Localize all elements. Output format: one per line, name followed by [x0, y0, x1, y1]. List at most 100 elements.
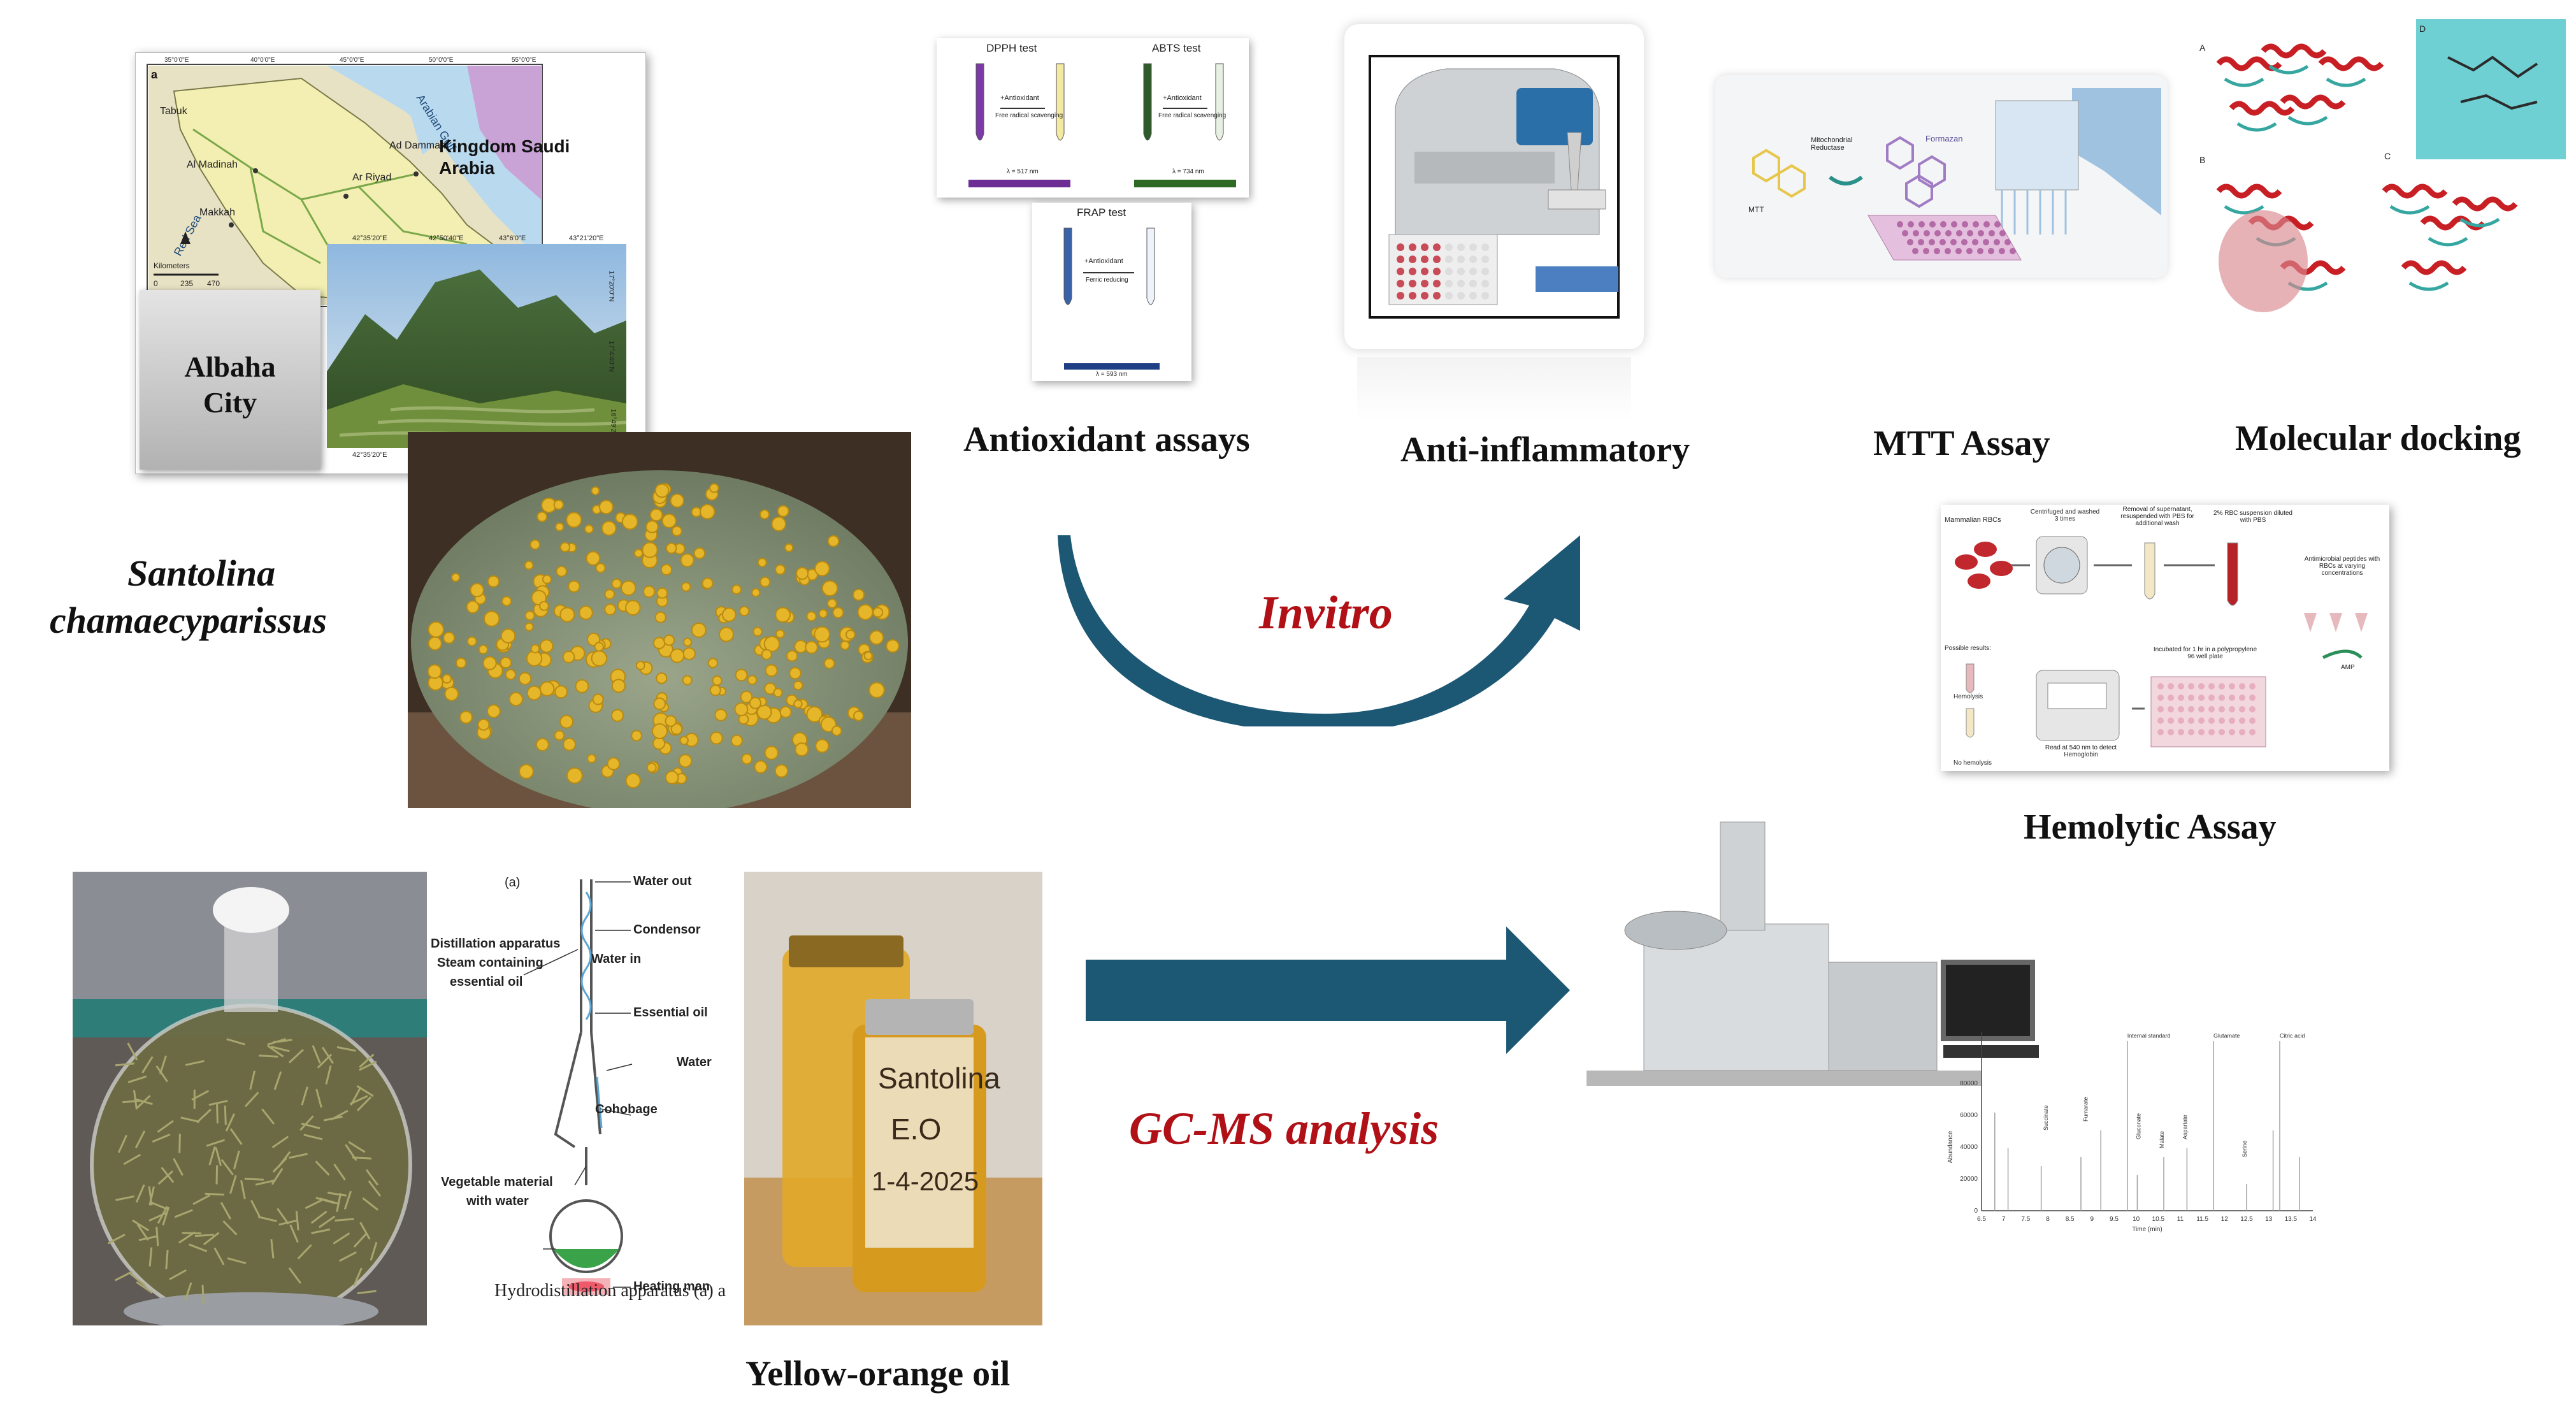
chromatogram-peak-label: Glutamate — [2213, 1032, 2240, 1039]
chromatogram-x-tick: 6.5 — [1977, 1216, 1986, 1223]
flower-head — [823, 658, 835, 669]
hemolytic-step: Read at 540 nm to detect Hemoglobin — [2045, 744, 2117, 758]
flower-head — [470, 582, 484, 598]
herb-stem — [353, 1232, 368, 1248]
flower-head — [680, 553, 694, 568]
chromatogram-x-tick: 10.5 — [2152, 1216, 2165, 1223]
herb-stem — [359, 1222, 371, 1240]
photo-bottom-tick: 42°35'20"E — [352, 451, 387, 459]
flower-head — [784, 543, 794, 552]
herb-stem — [122, 1099, 142, 1104]
herb-stem — [196, 1108, 212, 1123]
herb-stem — [220, 1158, 234, 1176]
herb-stem — [315, 1197, 335, 1204]
photo-top-tick: 43°21'20"E — [569, 234, 604, 242]
flower-head — [754, 760, 768, 774]
mtt-well — [1983, 221, 1990, 227]
herb-stem — [336, 1193, 342, 1213]
flower-head — [482, 656, 497, 670]
hemo-well — [2219, 706, 2225, 712]
mtt-assay-panel: MTT Mitochondrial Reductase Formazan — [1715, 75, 2168, 278]
flower-head — [526, 685, 542, 701]
docking-panel-b: B — [2199, 155, 2205, 165]
protein-loop — [2224, 205, 2264, 215]
flower-head — [466, 600, 480, 614]
mtt-well — [1897, 221, 1903, 227]
herb-stem — [222, 1220, 238, 1236]
mtt-well — [1907, 239, 1913, 245]
flower-head — [702, 577, 714, 589]
protein-helix — [2382, 184, 2448, 199]
flower-head — [500, 628, 516, 644]
flower-head — [773, 688, 783, 698]
map-panel-tag: a — [151, 68, 158, 81]
hemo-well — [2198, 706, 2205, 712]
hemo-well — [2168, 706, 2174, 712]
hemo-well — [2168, 695, 2174, 701]
mtt-formazan-label: Formazan — [1925, 134, 1963, 143]
flower-head — [761, 649, 772, 660]
herb-stem — [180, 1116, 200, 1123]
flower-head — [559, 714, 574, 729]
map-panel: a 35°0'0"E 40°0'0"E 45°0'0"E 50°0'0"E 55… — [135, 52, 646, 474]
flower-head — [539, 681, 555, 696]
city-label-line1: Albaha — [184, 350, 276, 383]
flower-head — [665, 715, 677, 727]
plate-well — [1433, 292, 1441, 299]
hemo-well — [2198, 695, 2205, 701]
map-place: Makkah — [199, 207, 235, 218]
mtt-well — [1973, 221, 1979, 227]
flower-head — [646, 762, 657, 773]
herb-stem — [333, 1164, 346, 1181]
flower-head — [759, 509, 770, 520]
flower-head — [508, 691, 524, 707]
flower-head — [775, 607, 791, 623]
hemo-well — [2157, 695, 2164, 701]
hemo-well — [2249, 695, 2256, 701]
north-arrow-icon — [180, 231, 191, 244]
flower-head — [524, 560, 534, 570]
flower-head — [478, 644, 489, 654]
herb-stem — [297, 1244, 312, 1260]
flower-head — [594, 642, 604, 652]
hemolytic-assay-title: Hemolytic Assay — [2024, 807, 2277, 847]
mtt-well — [1929, 239, 1935, 245]
mtt-assay-title: MTT Assay — [1873, 424, 2050, 463]
frap-card: FRAP test +Antioxidant Ferric reducing λ… — [1032, 203, 1191, 381]
flower-head — [428, 621, 445, 638]
herb-stem — [315, 1160, 330, 1176]
herb-stem — [365, 1169, 379, 1186]
chromatogram-x-tick: 12.5 — [2240, 1216, 2253, 1223]
hemo-well — [2229, 695, 2235, 701]
flower-head — [484, 610, 500, 627]
chromatogram-y-tick: 20000 — [1960, 1176, 1978, 1183]
chromatogram-x-label: Time (min) — [2132, 1226, 2162, 1233]
flower-head — [535, 738, 549, 751]
herb-stem — [191, 1090, 210, 1101]
hemo-well — [2239, 729, 2245, 735]
flower-head — [579, 605, 593, 620]
flower-head — [562, 651, 575, 663]
anti-inflammatory-title: Anti-inflammatory — [1400, 430, 1690, 470]
chromatogram-x-tick: 11 — [2177, 1216, 2184, 1223]
herb-stem — [323, 1115, 343, 1122]
hemo-well — [2157, 718, 2164, 724]
herb-stem — [370, 1241, 378, 1261]
flower-head — [661, 513, 677, 528]
herb-stem — [148, 1211, 167, 1222]
hemo-well — [2249, 683, 2256, 689]
mtt-well — [1967, 230, 1973, 236]
plate-well — [1409, 243, 1416, 251]
flower-head — [652, 637, 666, 649]
mtt-well — [1962, 221, 1968, 227]
herb-stem — [267, 1044, 284, 1058]
flower-head — [827, 535, 840, 547]
flower-head — [796, 566, 809, 580]
flower-head — [765, 664, 778, 677]
flower-head — [759, 576, 771, 588]
mtt-well — [1989, 230, 1995, 236]
map-scale-label: Kilometers — [154, 261, 190, 270]
hemolytic-step: Incubated for 1 hr in a polypropylene 96… — [2153, 646, 2257, 660]
flower-head — [868, 682, 885, 698]
flower-head — [869, 630, 884, 645]
